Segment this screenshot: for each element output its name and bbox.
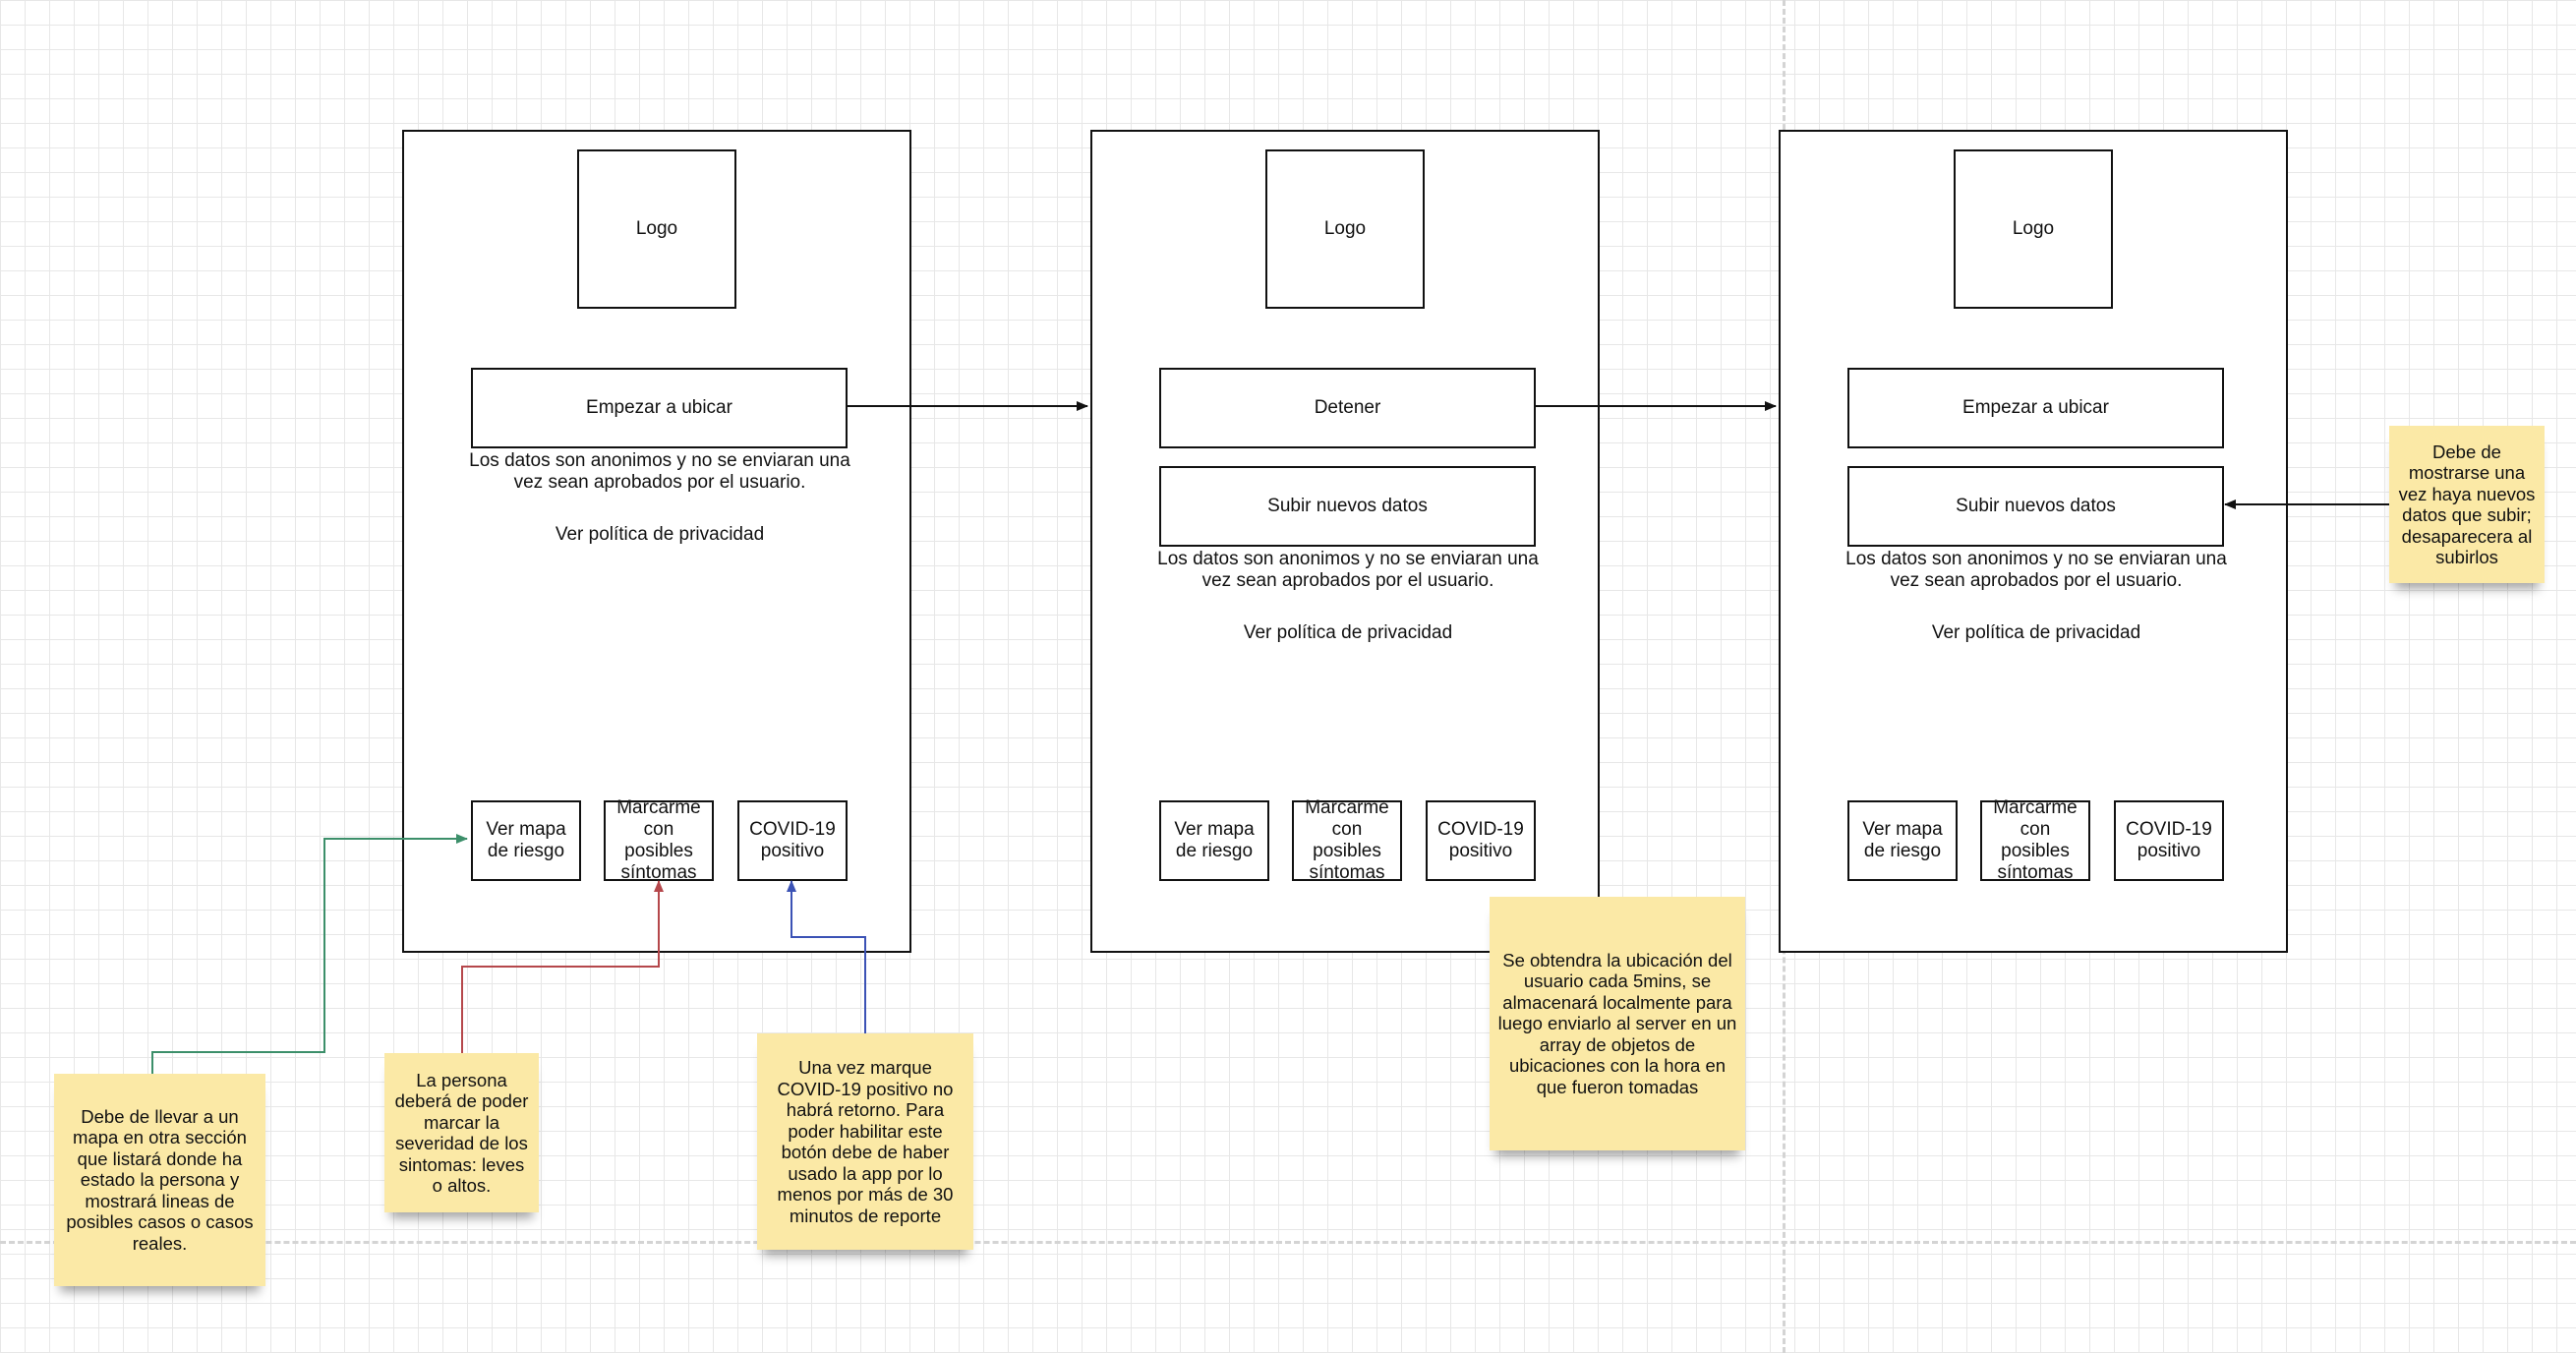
privacy-policy-link: Ver política de privacidad	[555, 524, 765, 545]
screen-1-mockup: Logo Empezar a ubicar Los datos son anon…	[402, 130, 911, 953]
logo-placeholder: Logo	[1954, 149, 2113, 309]
start-locating-button: Empezar a ubicar	[471, 368, 848, 448]
screen-3-mockup: Logo Empezar a ubicar Subir nuevos datos…	[1779, 130, 2288, 953]
screen-2-mockup: Logo Detener Subir nuevos datos Los dato…	[1090, 130, 1600, 953]
covid-positive-button: COVID-19 positivo	[1426, 800, 1536, 881]
sticky-note-map: Debe de llevar a un mapa en otra sección…	[54, 1074, 265, 1286]
covid-note-connector	[787, 880, 866, 1033]
sticky-note-upload: Debe de mostrarse una vez haya nuevos da…	[2389, 426, 2545, 583]
upload-new-data-button: Subir nuevos datos	[1159, 466, 1536, 547]
start-locating-button: Empezar a ubicar	[1847, 368, 2224, 448]
upload-new-data-button: Subir nuevos datos	[1847, 466, 2224, 547]
stop-button: Detener	[1159, 368, 1536, 448]
risk-map-button: Ver mapa de riesgo	[471, 800, 581, 881]
risk-map-button: Ver mapa de riesgo	[1847, 800, 1958, 881]
mark-symptoms-button: Marcarme con posibles síntomas	[1292, 797, 1402, 883]
mark-symptoms-button: Marcarme con posibles síntomas	[1980, 797, 2090, 883]
anonymity-disclaimer: Los datos son anonimos y no se enviaran …	[1845, 549, 2227, 591]
sticky-note-location: Se obtendra la ubicación del usuario cad…	[1490, 897, 1745, 1150]
anonymity-disclaimer: Los datos son anonimos y no se enviaran …	[469, 450, 850, 493]
logo-placeholder: Logo	[1265, 149, 1425, 309]
covid-positive-button: COVID-19 positivo	[737, 800, 848, 881]
logo-placeholder: Logo	[577, 149, 736, 309]
risk-map-button: Ver mapa de riesgo	[1159, 800, 1269, 881]
sticky-note-covid: Una vez marque COVID-19 positivo no habr…	[757, 1033, 973, 1250]
privacy-policy-link: Ver política de privacidad	[1931, 622, 2141, 643]
page-break-horizontal	[0, 1241, 2576, 1244]
covid-positive-button: COVID-19 positivo	[2114, 800, 2224, 881]
anonymity-disclaimer: Los datos son anonimos y no se enviaran …	[1157, 549, 1539, 591]
symptoms-note-connector	[461, 880, 664, 1053]
map-note-connector	[151, 834, 468, 1074]
sticky-note-symptoms: La persona deberá de poder marcar la sev…	[384, 1053, 539, 1212]
privacy-policy-link: Ver política de privacidad	[1243, 622, 1453, 643]
